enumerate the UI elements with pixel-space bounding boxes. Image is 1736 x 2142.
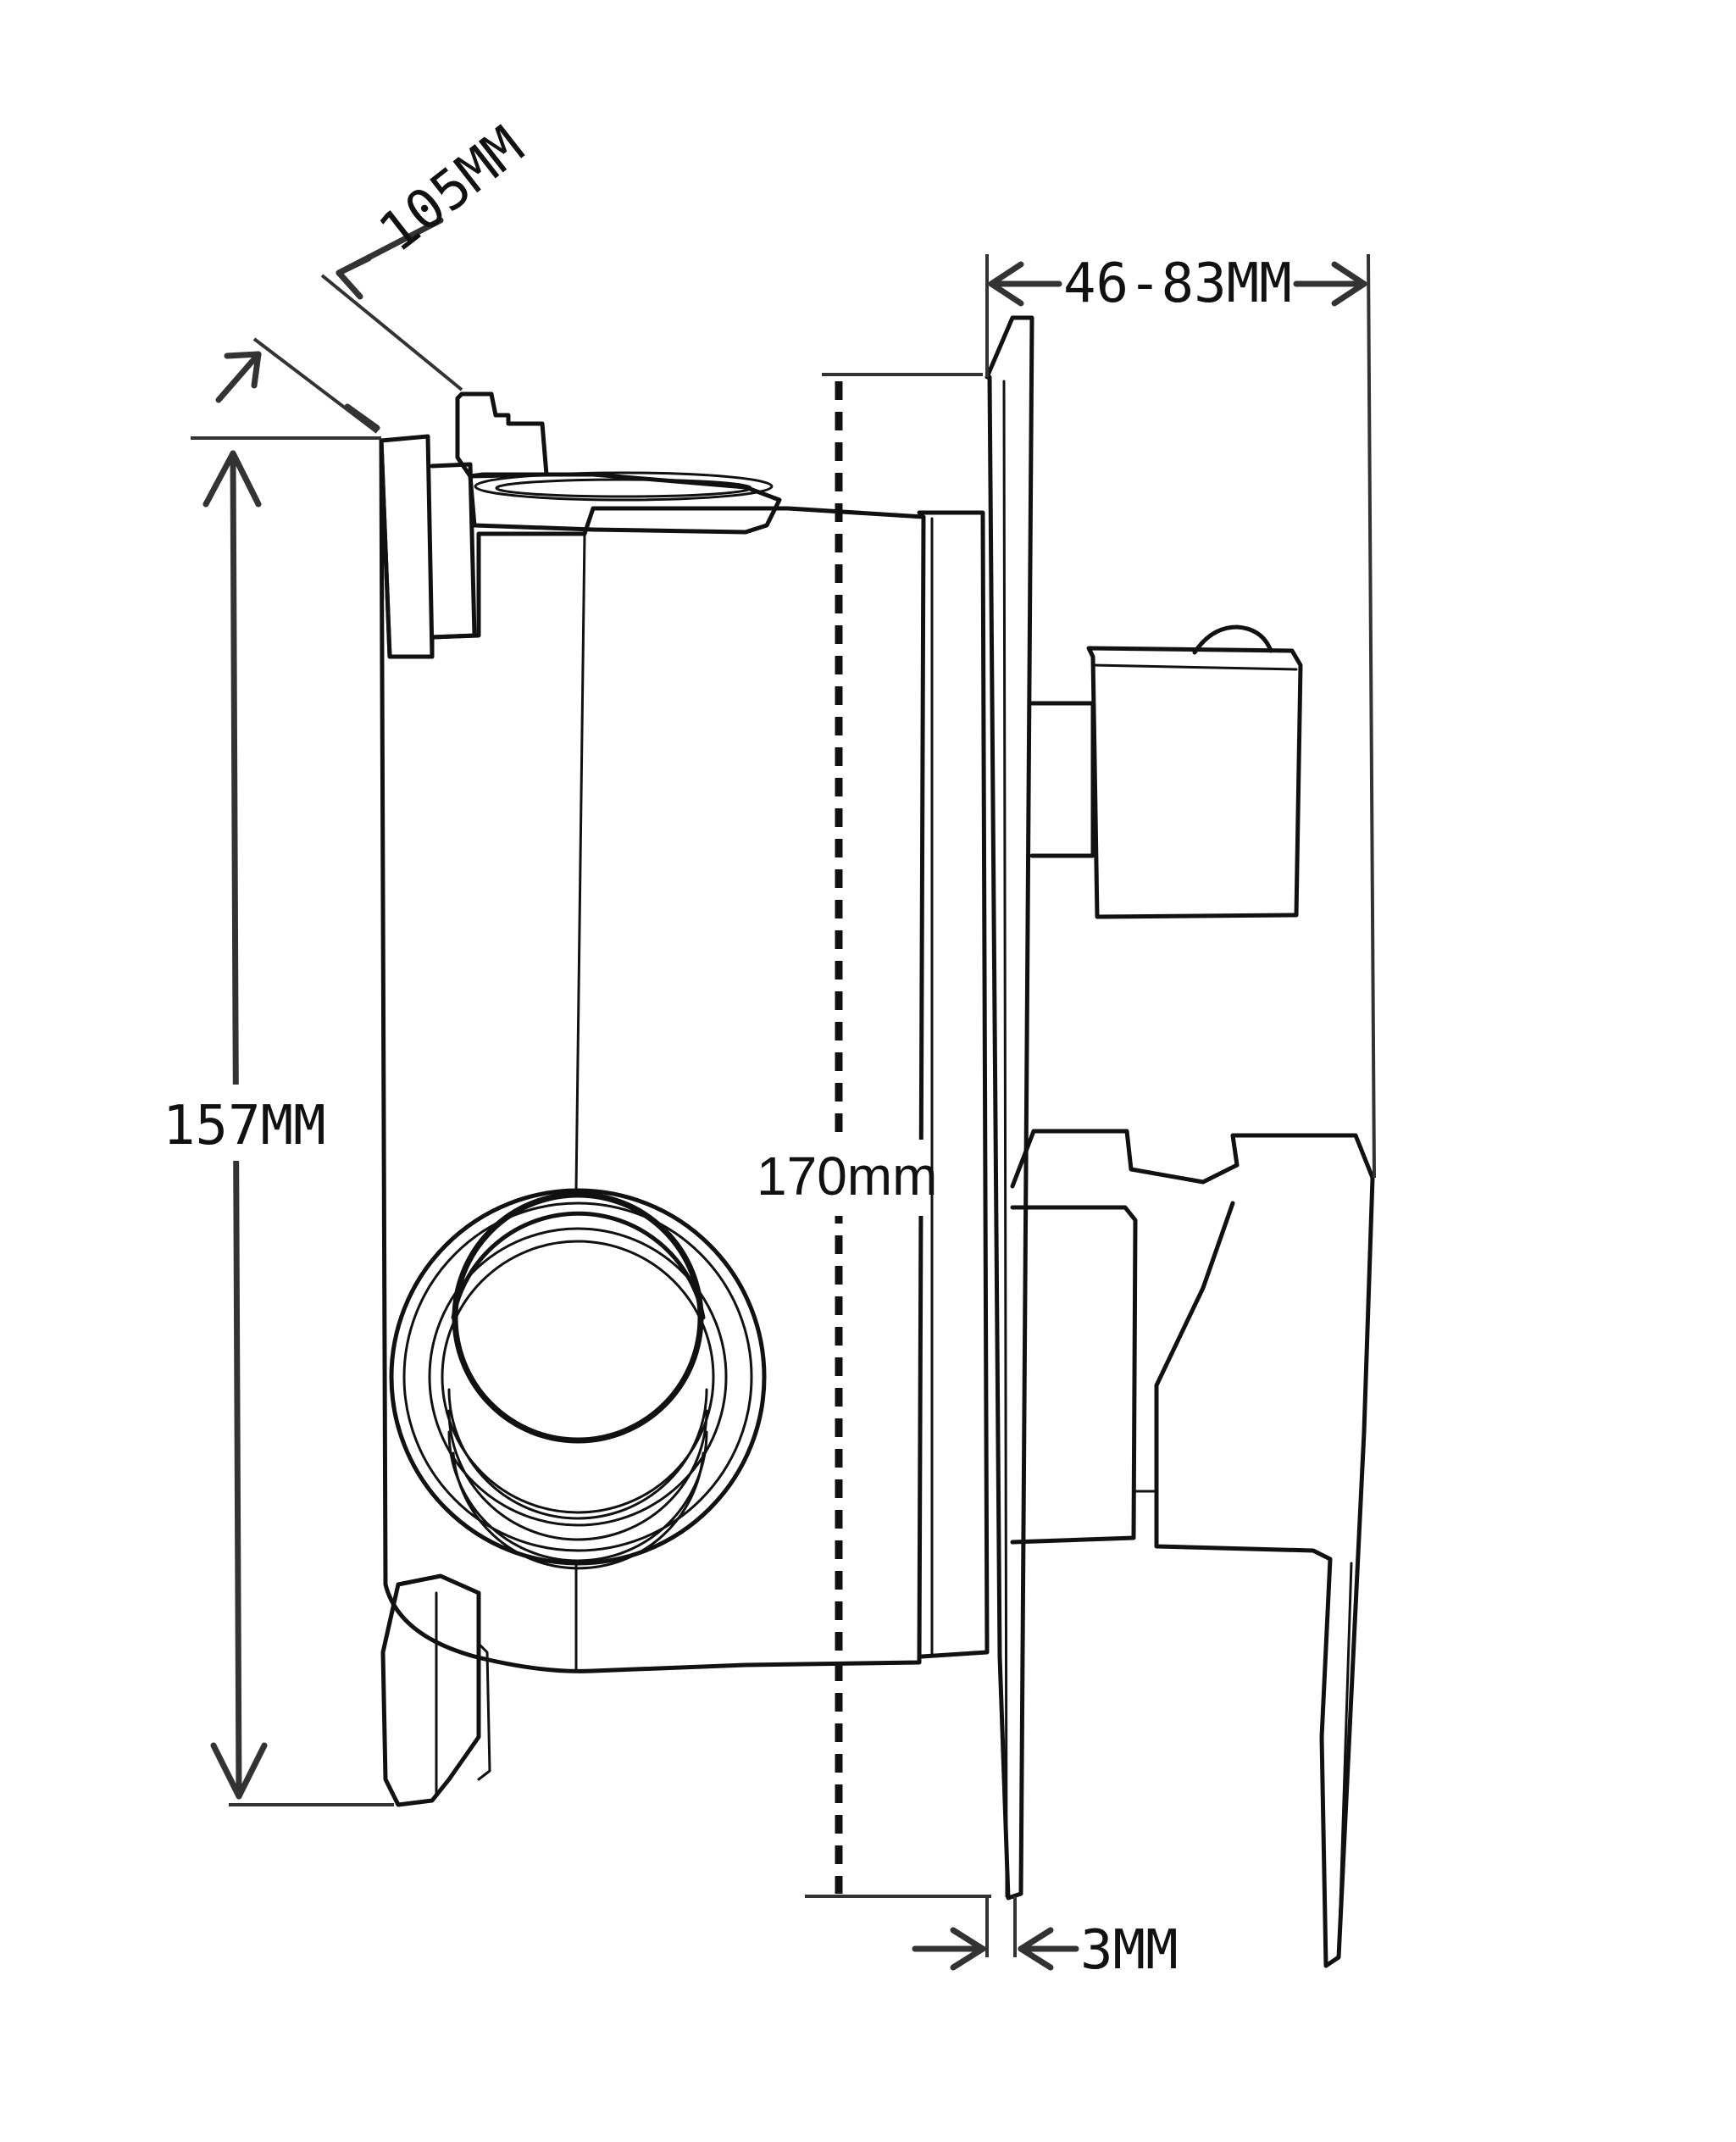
bottom-clamp xyxy=(380,1573,491,1807)
width-label: 105MM xyxy=(368,115,535,265)
lever-handle xyxy=(1010,1129,1375,1968)
threaded-outlet xyxy=(389,1188,767,1570)
height-label: 157MM xyxy=(163,1095,326,1157)
plate-thickness-label: 3MM xyxy=(1080,1919,1179,1982)
dimension-3mm: 3MM xyxy=(912,1896,1179,1982)
depth-range-label: 46-83MM xyxy=(1063,252,1292,315)
dimension-170mm: 170mm xyxy=(754,373,991,1898)
dimension-46-83mm: 46-83MM xyxy=(985,252,1376,1179)
plate-height-label: 170mm xyxy=(757,1146,937,1207)
wall-plate xyxy=(984,315,1034,1901)
control-knob xyxy=(1029,624,1303,919)
dimension-105mm: 105MM xyxy=(215,115,535,434)
top-clamp xyxy=(379,391,782,659)
valve-body xyxy=(379,438,990,1673)
dimension-157mm: 157MM xyxy=(161,436,394,1806)
